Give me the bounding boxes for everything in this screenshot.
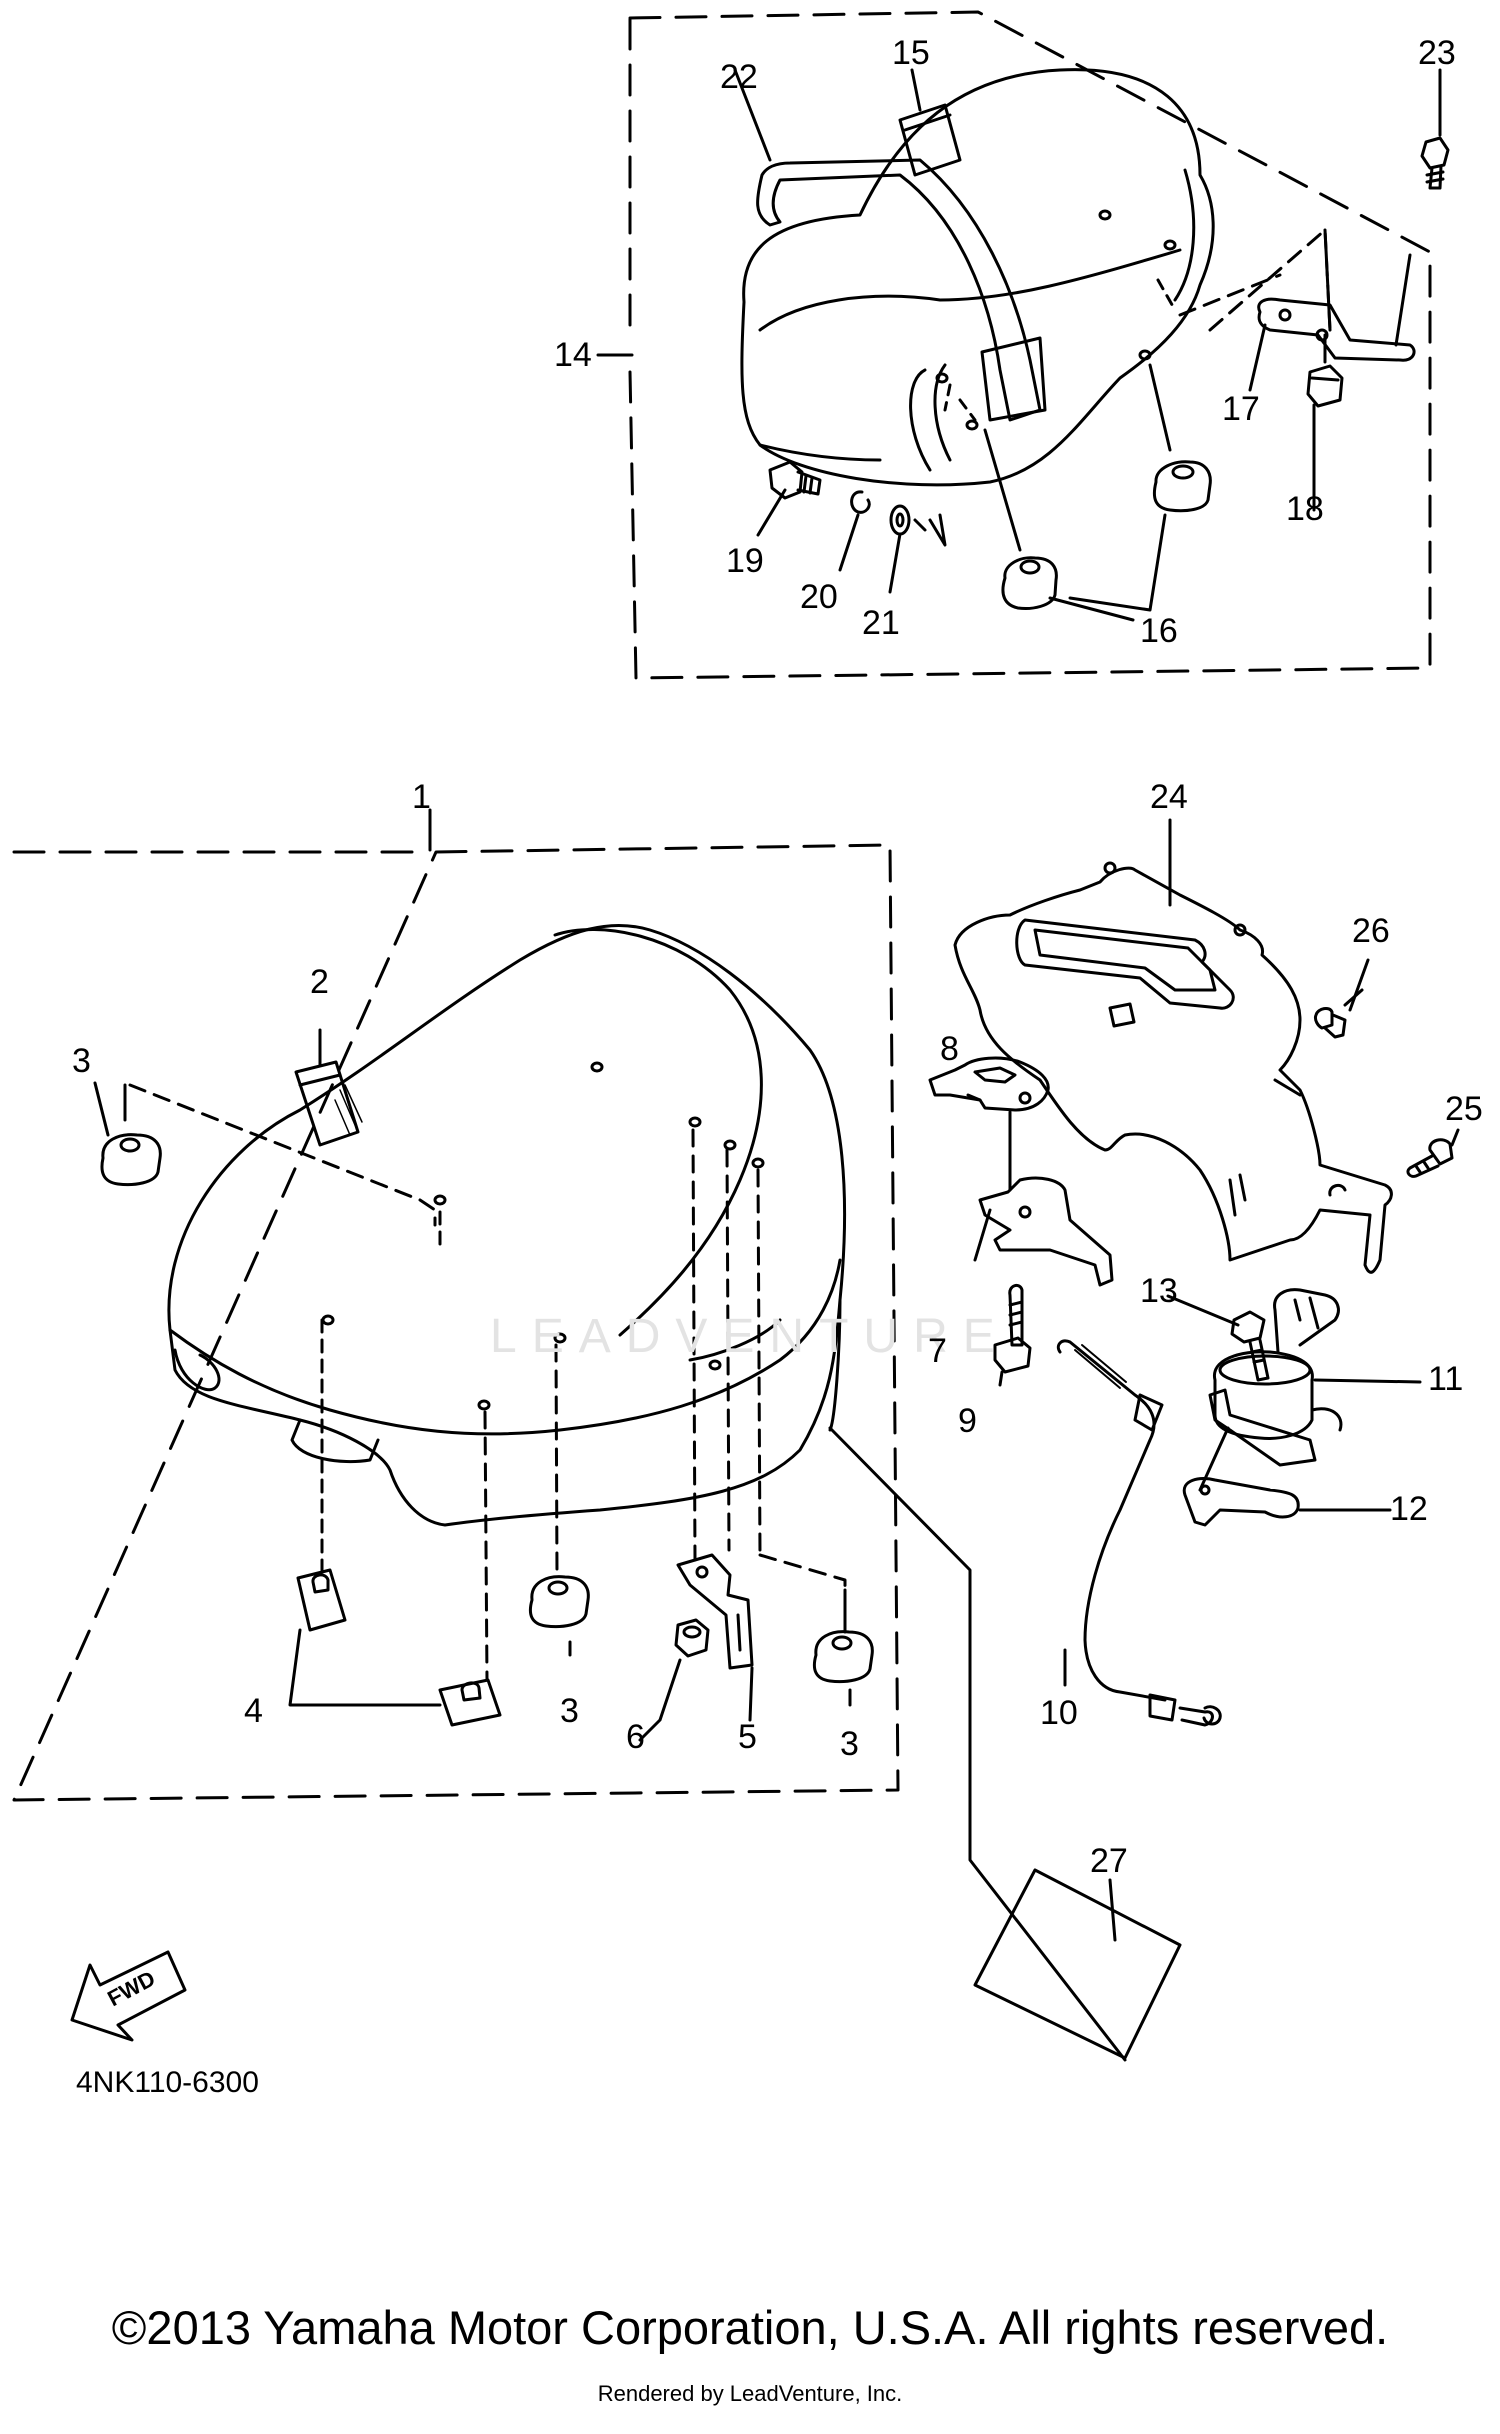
callout-20: 20 bbox=[800, 578, 838, 616]
backrest-seam bbox=[758, 248, 1182, 332]
bolt-23 bbox=[1420, 136, 1450, 190]
bracket-5 bbox=[676, 1553, 754, 1670]
callout-3-a: 3 bbox=[72, 1042, 91, 1080]
bolt-9-head bbox=[993, 1336, 1032, 1374]
main-seat-inner-seam bbox=[553, 928, 763, 1337]
callout-9: 9 bbox=[958, 1402, 977, 1440]
callout-19: 19 bbox=[726, 542, 764, 580]
callout-14: 14 bbox=[554, 336, 592, 374]
grab-rail-bracket bbox=[909, 368, 932, 472]
bolt-13 bbox=[1230, 1310, 1270, 1382]
nut-plate-4-b bbox=[438, 1678, 502, 1727]
watermark-text: LEADVENTURE bbox=[490, 1310, 1010, 1363]
damper-3-c bbox=[812, 1630, 874, 1684]
callout-5: 5 bbox=[738, 1718, 757, 1756]
label-27 bbox=[973, 1868, 1182, 2060]
group-1-boundary bbox=[12, 843, 900, 1802]
callout-23: 23 bbox=[1418, 34, 1456, 72]
damper-3-b bbox=[528, 1575, 590, 1629]
callout-11: 11 bbox=[1428, 1360, 1463, 1398]
backrest-pad bbox=[740, 68, 1215, 487]
callout-24: 24 bbox=[1150, 778, 1188, 816]
damper-16-b bbox=[1001, 556, 1058, 610]
damper-3-a bbox=[100, 1133, 162, 1187]
rendered-by-text: Rendered by LeadVenture, Inc. bbox=[597, 2381, 903, 2406]
cover-24-slot bbox=[1015, 918, 1235, 1010]
callout-18: 18 bbox=[1286, 490, 1324, 528]
bolt-26 bbox=[1314, 1006, 1347, 1039]
bolt-9 bbox=[1008, 1283, 1024, 1347]
lock-key bbox=[1273, 1288, 1340, 1354]
backrest-top-seam bbox=[1173, 168, 1196, 302]
callout-6: 6 bbox=[626, 1718, 645, 1756]
callout-26: 26 bbox=[1352, 912, 1390, 950]
callout-3-c: 3 bbox=[840, 1725, 859, 1763]
copyright-text: ©2013 Yamaha Motor Corporation, U.S.A. A… bbox=[111, 2301, 1389, 2354]
fwd-label: FWD bbox=[103, 1966, 159, 2012]
bolt-25 bbox=[1406, 1138, 1454, 1178]
callout-13: 13 bbox=[1140, 1272, 1178, 1310]
nut-plate-4-a bbox=[296, 1568, 347, 1632]
callout-10: 10 bbox=[1040, 1694, 1078, 1732]
callout-22: 22 bbox=[720, 58, 758, 96]
washer-21 bbox=[889, 504, 911, 536]
nut-6 bbox=[674, 1618, 710, 1658]
callout-4: 4 bbox=[244, 1692, 263, 1730]
callout-1: 1 bbox=[412, 778, 431, 816]
callout-8: 8 bbox=[940, 1030, 959, 1068]
bracket-7 bbox=[978, 1176, 1114, 1287]
nut-18 bbox=[1306, 364, 1344, 408]
cover-24 bbox=[953, 866, 1393, 1274]
callout-12: 12 bbox=[1390, 1490, 1428, 1528]
lock-bracket bbox=[1208, 1388, 1317, 1467]
diagram-part-code: 4NK110-6300 bbox=[76, 2066, 259, 2099]
seat-lock-cable bbox=[1056, 1339, 1167, 1702]
group-14-boundary bbox=[628, 10, 1432, 680]
bracket-8 bbox=[928, 1056, 1050, 1112]
circlip-20 bbox=[850, 490, 871, 514]
main-seat-side-seam bbox=[168, 1258, 842, 1436]
callout-21: 21 bbox=[862, 604, 900, 642]
callout-3-b: 3 bbox=[560, 1692, 579, 1730]
cable-end-fitting-a bbox=[1133, 1393, 1164, 1432]
bracket-17 bbox=[1257, 297, 1416, 362]
seat-tab bbox=[290, 1418, 380, 1464]
callout-16: 16 bbox=[1140, 612, 1178, 650]
double-side-tape-2 bbox=[294, 1060, 360, 1147]
double-side-tape-15 bbox=[898, 103, 962, 177]
callout-27: 27 bbox=[1090, 1842, 1128, 1880]
bolt-19 bbox=[768, 460, 822, 500]
lock-lever-12 bbox=[1182, 1477, 1300, 1527]
callout-17: 17 bbox=[1222, 390, 1260, 428]
callout-15: 15 bbox=[892, 34, 930, 72]
fwd-arrow bbox=[70, 1950, 187, 2042]
grab-rail bbox=[756, 158, 1042, 422]
callout-25: 25 bbox=[1445, 1090, 1483, 1128]
callout-7: 7 bbox=[928, 1332, 947, 1370]
cable-end-fitting-b bbox=[1148, 1693, 1177, 1722]
callout-2: 2 bbox=[310, 963, 329, 1001]
backrest-edge bbox=[758, 443, 882, 462]
damper-16-a bbox=[1152, 460, 1212, 513]
grab-rail-end bbox=[980, 336, 1047, 422]
